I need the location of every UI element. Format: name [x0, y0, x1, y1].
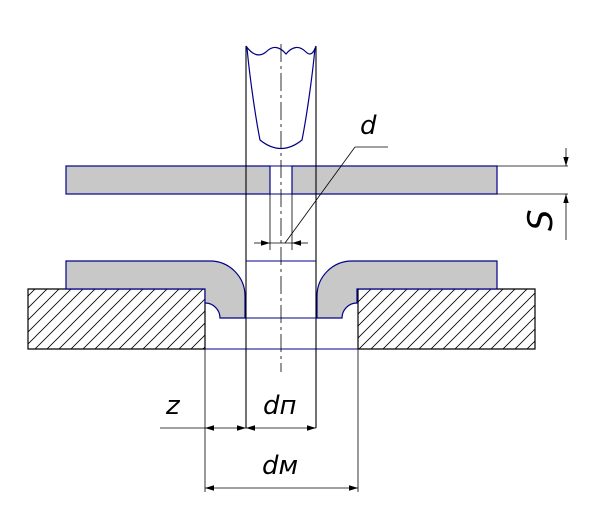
- die: [27, 288, 536, 350]
- dimension-d: d: [254, 111, 388, 250]
- punch-break-line: [245, 45, 317, 56]
- flange-left: [65, 260, 246, 319]
- flange-right: [316, 260, 498, 319]
- label-dp: dп: [263, 391, 297, 421]
- label-d: d: [360, 111, 377, 141]
- label-dm: dм: [262, 451, 298, 481]
- dimension-z-dp: z dп: [160, 318, 359, 492]
- blank-sheet: [65, 165, 568, 195]
- dimension-s: S: [521, 148, 569, 240]
- flanged-workpiece: [65, 260, 498, 319]
- die-left: [27, 288, 206, 350]
- dimension-dm: dм: [205, 451, 358, 491]
- die-right: [357, 288, 536, 350]
- label-z: z: [165, 391, 181, 421]
- label-s: S: [521, 209, 561, 231]
